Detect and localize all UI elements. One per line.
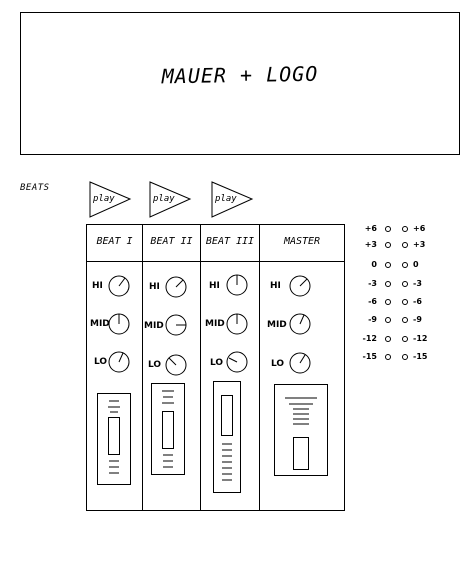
mid-knob-beat-3[interactable]	[226, 313, 248, 335]
hi-knob-beat-2[interactable]	[165, 276, 187, 298]
channel-divider	[259, 225, 260, 510]
mid-knob-master[interactable]	[289, 313, 311, 335]
meter-level-label: +3	[364, 240, 377, 249]
meter-level-label: +6	[413, 224, 426, 233]
fader-beat-3[interactable]	[213, 381, 241, 493]
knob-label-hi: HI	[149, 282, 160, 292]
lo-knob-beat-1[interactable]	[108, 351, 130, 373]
mid-knob-beat-1[interactable]	[108, 313, 130, 335]
logo-box: MAUER + LOGO	[20, 12, 460, 155]
hi-knob-master[interactable]	[289, 275, 311, 297]
meter-row: +6 +6	[355, 224, 445, 238]
meter-level-label: -15	[362, 352, 377, 361]
meter-led-left	[385, 262, 391, 268]
meter-led-right	[402, 317, 408, 323]
lo-knob-beat-2[interactable]	[165, 354, 187, 376]
channel-divider	[200, 225, 201, 510]
meter-led-left	[385, 226, 391, 232]
play-icon	[149, 181, 192, 218]
meter-level-label: -15	[413, 352, 428, 361]
meter-row: +3 +3	[355, 240, 445, 254]
meter-level-label: -9	[413, 315, 422, 324]
fader-beat-1[interactable]	[97, 393, 131, 485]
meter-level-label: +6	[364, 224, 377, 233]
meter-level-label: -12	[413, 334, 428, 343]
knob-label-hi: HI	[209, 281, 220, 291]
meter-level-label: -3	[368, 279, 377, 288]
meter-led-right	[402, 299, 408, 305]
meter-row: -15 -15	[355, 352, 445, 366]
meter-level-label: -3	[413, 279, 422, 288]
meter-level-label: -9	[368, 315, 377, 324]
meter-row: 0 0	[355, 260, 445, 274]
channel-divider	[142, 225, 143, 510]
meter-led-left	[385, 242, 391, 248]
channel-title-beat-2: BEAT II	[150, 236, 193, 247]
meter-led-right	[402, 354, 408, 360]
play-label: play	[153, 194, 175, 204]
knob-label-mid: MID	[144, 321, 164, 331]
meter-level-label: +3	[413, 240, 426, 249]
meter-led-left	[385, 299, 391, 305]
lo-knob-beat-3[interactable]	[226, 351, 248, 373]
meter-level-label: -12	[362, 334, 377, 343]
play-label: play	[215, 194, 237, 204]
knob-label-mid: MID	[267, 320, 287, 330]
mixer-panel: BEAT I BEAT II BEAT III MASTER HI MID LO…	[86, 224, 345, 511]
meter-led-left	[385, 336, 391, 342]
meter-led-left	[385, 317, 391, 323]
play-icon	[211, 181, 254, 218]
meter-led-right	[402, 262, 408, 268]
meter-led-right	[402, 242, 408, 248]
meter-led-left	[385, 354, 391, 360]
meter-row: -9 -9	[355, 315, 445, 329]
mid-knob-beat-2[interactable]	[165, 314, 187, 336]
meter-led-left	[385, 281, 391, 287]
knob-label-mid: MID	[90, 319, 110, 329]
meter-led-right	[402, 226, 408, 232]
lo-knob-master[interactable]	[289, 352, 311, 374]
header-divider	[87, 261, 344, 262]
meter-level-label: -6	[368, 297, 377, 306]
meter-led-right	[402, 336, 408, 342]
meter-row: -6 -6	[355, 297, 445, 311]
knob-label-lo: LO	[94, 357, 108, 367]
level-meter: +6 +6 +3 +3 0 0 -3 -3 -6 -6 -9 -9 -12 -1…	[355, 224, 445, 364]
channel-title-master: MASTER	[283, 236, 321, 247]
meter-row: -3 -3	[355, 279, 445, 293]
play-icon	[89, 181, 132, 218]
knob-label-hi: HI	[92, 281, 103, 291]
meter-level-label: 0	[413, 260, 419, 269]
meter-row: -12 -12	[355, 334, 445, 348]
fader-beat-2[interactable]	[151, 383, 185, 475]
hi-knob-beat-3[interactable]	[226, 274, 248, 296]
play-button-beat-2[interactable]: play	[149, 181, 193, 219]
channel-title-beat-3: BEAT III	[205, 236, 255, 247]
hi-knob-beat-1[interactable]	[108, 275, 130, 297]
knob-label-lo: LO	[271, 359, 285, 369]
channel-title-beat-1: BEAT I	[96, 236, 133, 247]
meter-level-label: 0	[371, 260, 377, 269]
beats-label: BEATS	[20, 183, 50, 193]
logo-text: MAUER + LOGO	[161, 61, 319, 89]
play-button-beat-3[interactable]: play	[211, 181, 255, 219]
knob-label-lo: LO	[210, 358, 224, 368]
meter-led-right	[402, 281, 408, 287]
knob-label-hi: HI	[270, 281, 281, 291]
meter-level-label: -6	[413, 297, 422, 306]
fader-master[interactable]	[274, 384, 328, 476]
knob-label-mid: MID	[205, 319, 225, 329]
play-button-beat-1[interactable]: play	[89, 181, 133, 219]
knob-label-lo: LO	[148, 360, 162, 370]
play-label: play	[93, 194, 115, 204]
